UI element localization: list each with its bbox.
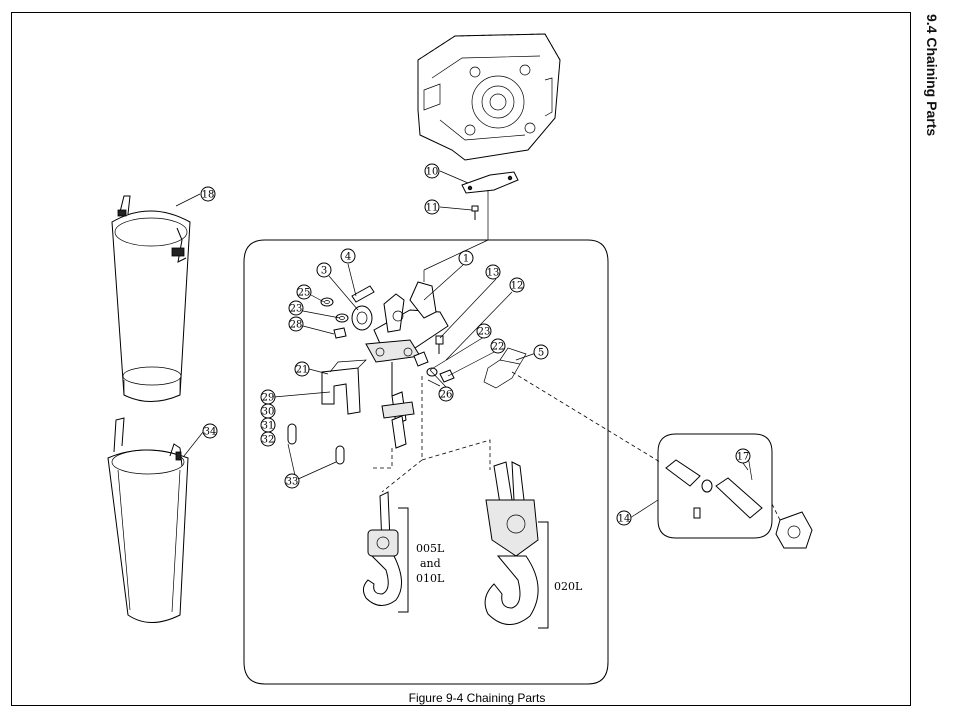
svg-text:3: 3 <box>321 266 327 277</box>
hoist-body-housing <box>417 33 561 161</box>
callout-5: 5 <box>533 344 549 360</box>
label-020L: 020L <box>554 580 583 593</box>
svg-text:22: 22 <box>492 342 505 353</box>
hook-assembly-small <box>362 491 402 606</box>
part-5-stripper <box>483 347 527 389</box>
part-3-roller <box>351 305 373 331</box>
figure-frame <box>11 12 911 706</box>
part-21-frame <box>321 359 367 415</box>
chain-upper <box>381 362 415 449</box>
part-1-chain-guide <box>365 270 449 363</box>
bracket-small <box>398 507 409 613</box>
svg-text:23: 23 <box>290 304 303 315</box>
fastener-group-right <box>413 335 455 387</box>
svg-text:31: 31 <box>262 421 275 432</box>
svg-text:1: 1 <box>463 254 469 265</box>
part-18-chain-bag <box>111 195 191 402</box>
callout-4: 4 <box>340 248 356 264</box>
load-block-detail <box>775 511 813 549</box>
part-14-inset-box <box>657 433 773 539</box>
callout-11: 11 <box>424 199 440 215</box>
svg-text:33: 33 <box>286 477 299 488</box>
svg-text:23: 23 <box>478 327 491 338</box>
leader-lines <box>175 170 749 519</box>
svg-text:14: 14 <box>618 514 631 525</box>
svg-text:21: 21 <box>296 365 309 376</box>
svg-text:10: 10 <box>426 167 439 178</box>
callout-30: 30 <box>260 403 276 419</box>
callout-33: 33 <box>284 473 300 489</box>
part-34-chain-bag <box>107 417 189 623</box>
callout-23-right: 23 <box>476 323 492 339</box>
svg-text:17: 17 <box>737 452 750 463</box>
hook-assembly-large <box>484 461 539 625</box>
svg-text:30: 30 <box>262 407 275 418</box>
label-005L-010L-line1: 005L <box>416 542 445 555</box>
section-title: 9.4 Chaining Parts <box>908 14 952 314</box>
callouts: 10 11 1 4 3 13 12 25 23 28 23 22 5 21 26… <box>200 163 751 526</box>
callout-18: 18 <box>200 186 216 202</box>
bracket-large <box>538 521 549 629</box>
svg-text:32: 32 <box>262 435 275 446</box>
callout-29: 29 <box>260 389 276 405</box>
callout-23-left: 23 <box>288 300 304 316</box>
svg-text:25: 25 <box>298 288 311 299</box>
svg-text:28: 28 <box>290 320 303 331</box>
callout-32: 32 <box>260 431 276 447</box>
callout-31: 31 <box>260 417 276 433</box>
callout-26: 26 <box>438 386 454 402</box>
assembly-box-outline <box>243 239 609 685</box>
callout-21: 21 <box>294 361 310 377</box>
section-title-text: 9.4 Chaining Parts <box>924 14 940 137</box>
svg-text:34: 34 <box>204 427 217 438</box>
callout-17: 17 <box>735 448 751 464</box>
parts-32-33-links <box>287 423 345 465</box>
svg-text:4: 4 <box>345 252 351 263</box>
callout-12: 12 <box>509 277 525 293</box>
svg-text:11: 11 <box>426 203 439 214</box>
callout-14: 14 <box>616 510 632 526</box>
callout-1: 1 <box>458 250 474 266</box>
callout-28: 28 <box>288 316 304 332</box>
callout-13: 13 <box>485 264 501 280</box>
callout-25: 25 <box>296 284 312 300</box>
callout-34: 34 <box>202 423 218 439</box>
svg-text:5: 5 <box>538 348 544 359</box>
svg-text:12: 12 <box>511 281 524 292</box>
callout-3: 3 <box>316 262 332 278</box>
part-11-screw <box>471 205 479 220</box>
part-14-components <box>665 455 763 519</box>
label-005L-010L-line2: and <box>420 557 441 570</box>
svg-text:18: 18 <box>202 190 215 201</box>
washer-group-left <box>320 297 349 339</box>
callout-10: 10 <box>424 163 440 179</box>
label-005L-010L-line3: 010L <box>416 572 445 585</box>
svg-text:13: 13 <box>487 268 500 279</box>
svg-text:29: 29 <box>262 393 275 404</box>
svg-text:26: 26 <box>440 390 453 401</box>
part-4-pin <box>351 285 375 303</box>
part-10-plate <box>461 171 519 194</box>
figure-caption: Figure 9-4 Chaining Parts <box>408 691 546 705</box>
callout-22: 22 <box>490 338 506 354</box>
